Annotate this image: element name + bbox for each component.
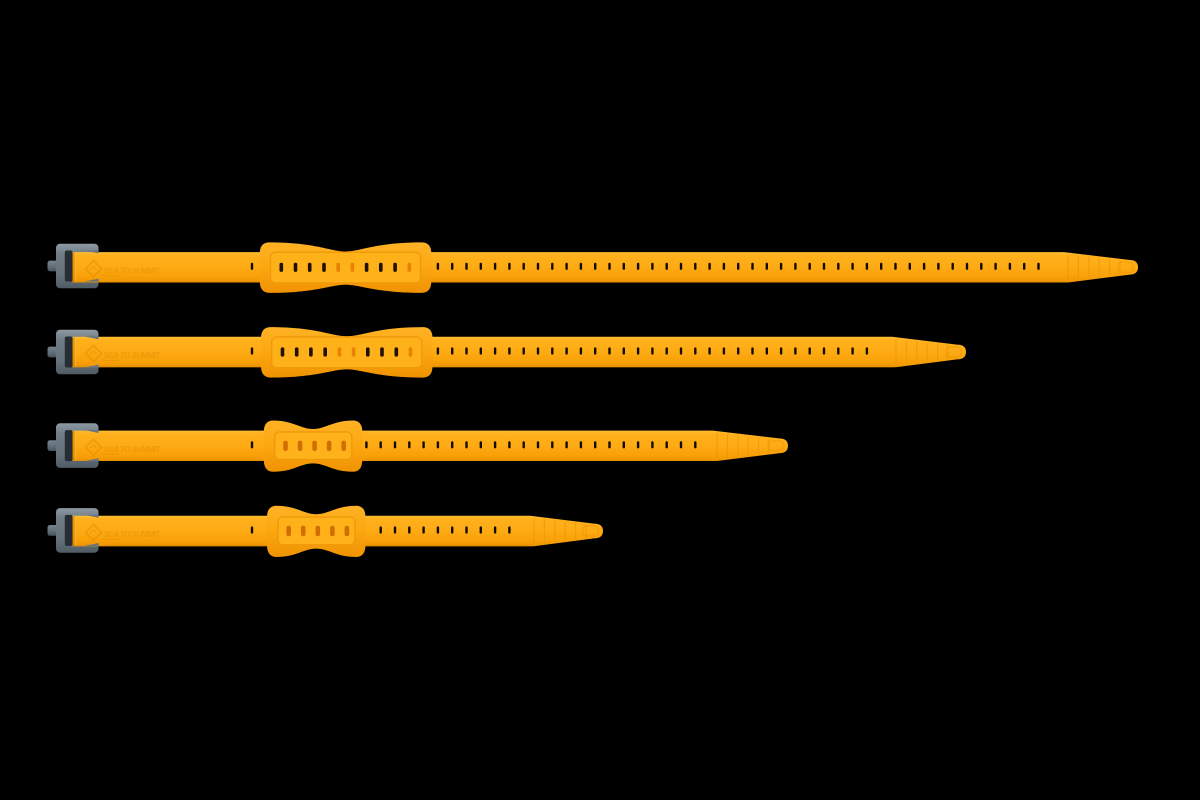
svg-text:SEA TO SUMMIT: SEA TO SUMMIT (104, 530, 162, 539)
svg-text:SEA TO SUMMIT: SEA TO SUMMIT (104, 445, 162, 454)
svg-text:SEA TO SUMMIT: SEA TO SUMMIT (104, 267, 162, 276)
svg-text:SEA TO SUMMIT: SEA TO SUMMIT (104, 351, 162, 360)
